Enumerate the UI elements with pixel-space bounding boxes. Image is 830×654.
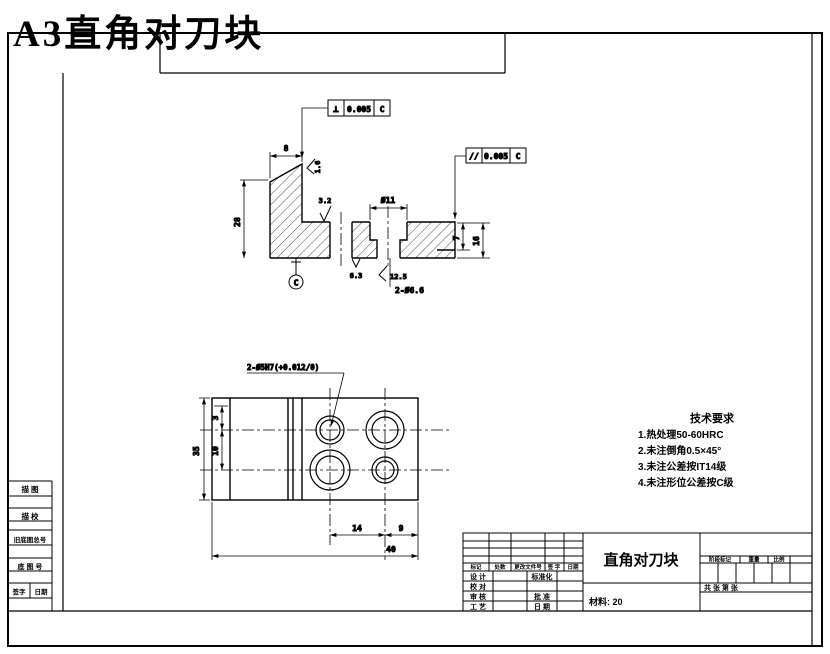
- dim-counterbore-dia: Ø11: [380, 195, 396, 205]
- left-margin-strip: [8, 480, 53, 611]
- left-margin-labels: 描 图 描 校 旧底图总号 底 图 号 签字 日期: [12, 484, 49, 596]
- section-hatch: [270, 164, 455, 258]
- tech-requirements: 技术要求 1.热处理50-60HRC 2.未注倒角0.5×45° 3.未注公差按…: [638, 411, 735, 489]
- tb-sheets: 共 张 第 张: [704, 583, 739, 592]
- tech-req-item: 2.未注倒角0.5×45°: [638, 444, 721, 457]
- front-view: 8 28 Ø11 7 16 2-Ø6.6 ⊥ 0.005 C // 0.005 …: [233, 99, 527, 296]
- para-value: 0.005: [484, 152, 508, 161]
- material-label: 材料: 20: [588, 596, 623, 607]
- strip-label-drawing-no: 底 图 号: [18, 562, 43, 571]
- tb-row-audit: 审 核: [470, 592, 486, 601]
- dim-row-spacing: 10: [211, 446, 220, 456]
- tb-right-stage: 阶段标记: [709, 556, 732, 564]
- tb-header-count: 处数: [493, 563, 506, 571]
- tb-row-process: 工 艺: [470, 602, 486, 611]
- title-block-text: 标记 处数 更改文件号 签 字 日期 设 计 校 对 审 核 工 艺 标准化 批…: [469, 551, 785, 611]
- dim-edge-offset: 3: [211, 415, 220, 420]
- tech-req-item: 1.热处理50-60HRC: [638, 428, 724, 441]
- perp-datum: C: [380, 105, 385, 114]
- roughness-slant: 1.6: [314, 161, 322, 174]
- datum-letter: C: [294, 279, 299, 288]
- tb-header-mark: 标记: [469, 563, 482, 571]
- tb-right-weight: 重量: [748, 556, 760, 564]
- tb-mid-date: 日 期: [534, 602, 550, 611]
- tb-row-design: 设 计: [470, 572, 486, 581]
- roughness-slot: 3.2: [319, 197, 332, 205]
- dim-col-spacing: 14: [352, 524, 362, 533]
- tb-header-date: 日期: [567, 563, 579, 571]
- strip-label-sign: 签字: [12, 587, 27, 596]
- hole-note: 2-Ø6.6: [395, 285, 424, 295]
- datum-flag: [288, 258, 304, 290]
- dim-step: 7: [452, 235, 461, 240]
- dim-right-offset: 9: [399, 524, 404, 533]
- parallelism-frame: [453, 147, 527, 219]
- roughness-symbols: [306, 158, 388, 282]
- top-outline: [211, 397, 419, 501]
- roughness-icon: [351, 258, 361, 269]
- pin-hole-note: 2-Ø5H7(+0.012/0): [247, 363, 319, 372]
- tb-right-scale: 比例: [773, 556, 785, 564]
- top-dimensions: [199, 372, 419, 560]
- sheet-red-title: A3直角对刀块: [13, 13, 264, 55]
- tb-mid-standardization: 标准化: [531, 572, 553, 581]
- front-outline: [269, 162, 456, 259]
- tech-req-title: 技术要求: [690, 411, 735, 425]
- tech-req-item: 3.未注公差按IT14级: [638, 460, 727, 473]
- para-datum: C: [516, 152, 521, 161]
- front-centerlines: [340, 206, 389, 268]
- tb-mid-approve: 批 准: [534, 592, 550, 601]
- dim-plate-width: 40: [386, 545, 396, 554]
- dim-thickness: 16: [472, 236, 481, 246]
- tb-header-sign: 签 字: [547, 563, 561, 571]
- roughness-side: 12.5: [390, 273, 407, 281]
- part-name: 直角对刀块: [603, 551, 679, 569]
- perpendicularity-frame: [300, 99, 391, 158]
- dim-height: 28: [233, 217, 242, 227]
- tb-row-proof: 校 对: [470, 582, 486, 591]
- dim-top-width: 8: [284, 144, 289, 153]
- roughness-icon: [378, 265, 388, 282]
- roughness-bottom: 6.3: [350, 272, 363, 280]
- top-view: 2-Ø5H7(+0.012/0) 3 10 35 14 9 40: [192, 363, 450, 560]
- perp-value: 0.005: [347, 105, 371, 114]
- title-block: [462, 532, 813, 612]
- perp-symbol: ⊥: [333, 105, 339, 115]
- strip-label-old-drawing-no: 旧底图总号: [14, 535, 47, 544]
- strip-label-check: 描 校: [21, 511, 39, 521]
- holes: [309, 410, 405, 491]
- front-dimensions: [240, 152, 490, 287]
- roughness-icon: [319, 205, 332, 223]
- roughness-icon: [306, 158, 316, 175]
- top-centerlines: [200, 388, 450, 560]
- strip-label-tracing: 描 图: [21, 484, 39, 494]
- strip-label-date: 日期: [35, 587, 49, 596]
- tb-header-docno: 更改文件号: [514, 563, 542, 571]
- dim-plate-height: 35: [192, 446, 201, 456]
- tech-req-item: 4.未注形位公差按C级: [638, 476, 735, 489]
- para-symbol: //: [469, 152, 479, 161]
